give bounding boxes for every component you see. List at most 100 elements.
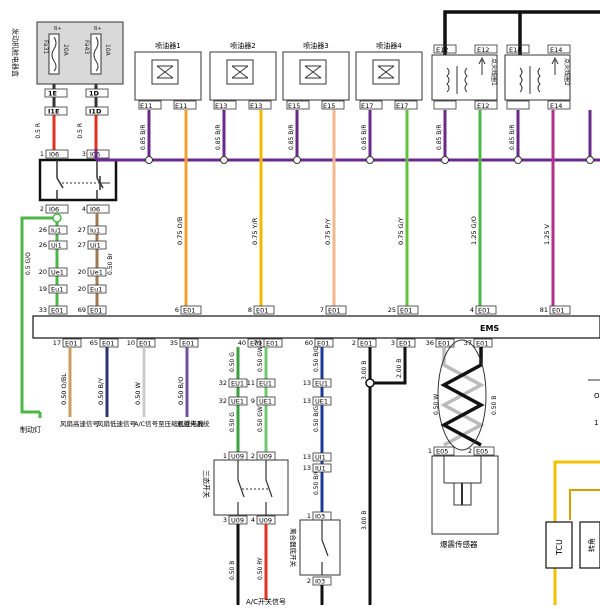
ac-mid-3-pin: 32 (219, 397, 227, 405)
ac-sw-top-1-pin: 1 (223, 452, 227, 460)
ems-module: EMS (32, 315, 600, 339)
ground-pin-2-conn: E01 (399, 340, 411, 348)
relay-top-pin-1: I06 (49, 151, 59, 159)
fuse-2-top: B+ (94, 26, 102, 32)
ems-top-pin-1-pin: 6 (175, 306, 179, 314)
ems-top-pin-4-conn: E01 (400, 307, 412, 315)
ems-top-pin-4-pin: 25 (388, 306, 396, 314)
injector-4-pin-b: E17 (396, 102, 408, 110)
ignition-coil-1-body (431, 54, 498, 101)
clutch-wire-1: 0.50 B/G (313, 346, 320, 372)
ac-top-pin-1-conn: E01 (250, 340, 262, 348)
bottom-signal-3-pin: 10 E01 (127, 338, 156, 348)
left-chain-a-4-pin: 19 (39, 285, 47, 293)
bottom-signal-3-wire-label: 0.50 W (134, 381, 142, 405)
ac-switch-label: 三态开关 (202, 470, 211, 498)
fuse-1: B+ Fa31 20A (42, 26, 69, 75)
left-ems-pin-2-conn: E01 (90, 307, 102, 315)
clutch-mid-1-pin: 13 (303, 379, 311, 387)
ac-sw-bot-2: 4 U09 (251, 515, 276, 525)
bus-wire-label: 0.85 B/R (436, 124, 443, 150)
bottom-signal-3-pin-pin: 10 (127, 339, 135, 347)
injector-1-wire-label: 0.75 O/B (176, 217, 184, 245)
fuse-wire-2-top-conn: 1D (89, 90, 100, 98)
ac-top-pin-1-pin: 40 (238, 339, 246, 347)
injector-2-label: 喷油器2 (230, 41, 255, 50)
ground-pin-1-pin: 2 (352, 339, 356, 347)
bottom-signal-1-pin-pin: 17 (53, 339, 61, 347)
ems-label: EMS (480, 324, 499, 333)
right-mark-1: O (594, 392, 600, 400)
ac-sw-bot-2-pin: 4 (251, 516, 255, 524)
fuse-wire-1-top-conn: 1E (48, 90, 57, 98)
coil-icon (519, 66, 541, 94)
bottom-signal-2-pin-conn: E01 (102, 340, 114, 348)
knock-pin-2-pin: 37 (464, 339, 472, 347)
injector-2-pin-a: E13 (215, 102, 227, 110)
clutch-switch-label: 离合器底开关 (289, 528, 298, 568)
ac-wire-bottom-2: 0.50 RY (257, 557, 264, 580)
bottom-signal-3-pin-conn: E01 (139, 340, 151, 348)
ground-wire-2: 2.00 B (396, 359, 403, 378)
left-chain-b-2-pin: 27 (78, 241, 86, 249)
knock-conn-1-conn: E05 (436, 448, 448, 456)
clutch-mid-4-conn: IU1 (315, 465, 326, 473)
ac-wire-mid-2: 0.50 GW (257, 406, 264, 432)
tcu-label: TCU (555, 539, 564, 556)
bottom-signal-2-wire-label: 0.50 B/Y (97, 378, 105, 405)
arrow-icon (551, 56, 559, 75)
ac-wire-bottom-1: 0.50 B (229, 561, 236, 580)
bottom-signal-1-label: 风扇高速信号 (60, 419, 100, 428)
bottom-signal-4-pin-pin: 35 (170, 339, 178, 347)
relay-bottom-num-2: 4 (82, 206, 86, 213)
ac-wire-top-2: 0.50 GW (257, 346, 264, 372)
ems-top-pin-1-conn: E01 (183, 307, 195, 315)
ems-top-pin-6-pin: 81 (540, 306, 548, 314)
ac-wire-top-1: 0.50 G (229, 352, 236, 372)
ignition-coil-1-label: 点火线圈1 (490, 58, 498, 86)
fuse-1-name: Fa31 (42, 40, 49, 54)
bus-wire-label: 0.85 B/R (361, 124, 368, 150)
left-chain-a-1-pin: 26 (39, 226, 47, 234)
knock-conn-2-conn: E05 (476, 448, 488, 456)
knock-wire-1: 0.50 W (433, 394, 440, 415)
clutch-mid-4-pin: 13 (303, 464, 311, 472)
left-chain-b-1-conn: Iu1 (90, 227, 100, 235)
left-chain-a-2-pin: 26 (39, 241, 47, 249)
ac-sw-bot-2-conn: U09 (259, 517, 272, 525)
relay-bottom-pin-1: I06 (49, 206, 59, 214)
knock-sensor-label: 爆震传感器 (440, 539, 478, 549)
arrow-icon (478, 56, 486, 75)
knock-wire-2: 0.50 B (491, 396, 498, 415)
bottom-signal-1-pin-conn: E01 (65, 340, 77, 348)
injector-1-label: 喷油器1 (155, 41, 180, 50)
clutch-sw-bot-pin: 2 (307, 577, 311, 585)
fuse-1-rating: 20A (62, 44, 69, 57)
clutch-wire-3: 0.50 B/G (313, 469, 320, 495)
ac-mid-2-conn: EU1 (259, 380, 272, 388)
injector-3-wire-label: 0.75 P/Y (324, 218, 332, 245)
clutch-mid-3-pin: 13 (303, 453, 311, 461)
left-chain-b-4-conn: Eu1 (90, 286, 102, 294)
ac-sw-top-2-conn: U09 (259, 453, 272, 461)
left-chain-a-4-conn: Eu1 (51, 286, 63, 294)
